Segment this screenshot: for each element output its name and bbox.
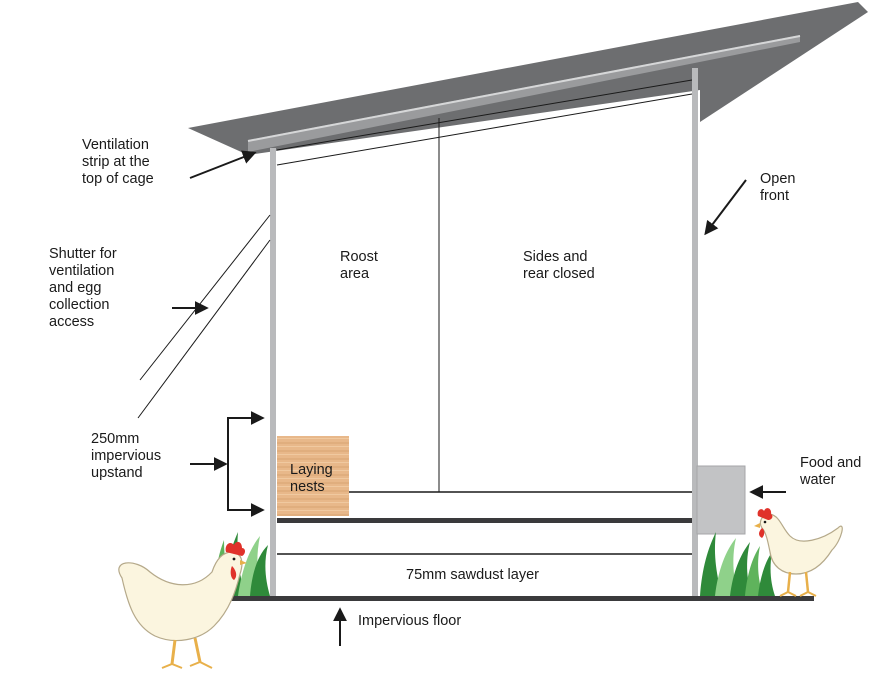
label-shutter-line: access [49,314,94,330]
label-upstand-line: 250mm [91,431,139,447]
right-post [692,68,698,598]
label-ventilation-strip-line: strip at the [82,154,150,170]
shutter [137,214,271,419]
label-ventilation-strip-line: Ventilation [82,137,149,153]
label-sawdust: 75mm sawdust layer [406,567,539,583]
arrow-icon [189,150,257,179]
laying-nests-box [277,436,349,516]
label-laying-nests-line: Laying [290,462,333,478]
label-shutter-line: Shutter for [49,246,117,262]
label-open-front-line: front [760,188,789,204]
label-ventilation-strip-line: top of cage [82,171,154,187]
hen-icon [118,541,247,669]
food-water-container [696,465,746,535]
label-upstand-line: impervious [91,448,161,464]
nest-shelf [277,518,692,523]
label-food-water-line: water [799,472,836,488]
label-sides-rear-line: rear closed [523,266,595,282]
left-post [270,148,276,598]
label-sides-rear-line: Sides and [523,249,588,265]
roof [188,2,868,155]
label-upstand-line: upstand [91,465,143,481]
label-floor-line: Impervious floor [358,613,461,629]
label-open-front-line: Open [760,171,795,187]
label-roost-area-line: area [340,266,370,282]
label-floor: Impervious floor [358,613,461,629]
label-shutter-line: ventilation [49,263,114,279]
label-shutter-line: collection [49,297,109,313]
arrow-icon [704,179,747,236]
label-sawdust-line: 75mm sawdust layer [406,567,539,583]
label-food-water-line: Food and [800,455,861,471]
ventilation-strip [276,79,693,166]
label-roost-area-line: Roost [340,249,378,265]
impervious-floor [222,596,814,601]
hen-icon [754,508,843,597]
label-laying-nests-line: nests [290,479,325,495]
grass-icon [700,532,775,596]
label-shutter-line: and egg [49,280,101,296]
upstand-bracket [227,411,265,517]
